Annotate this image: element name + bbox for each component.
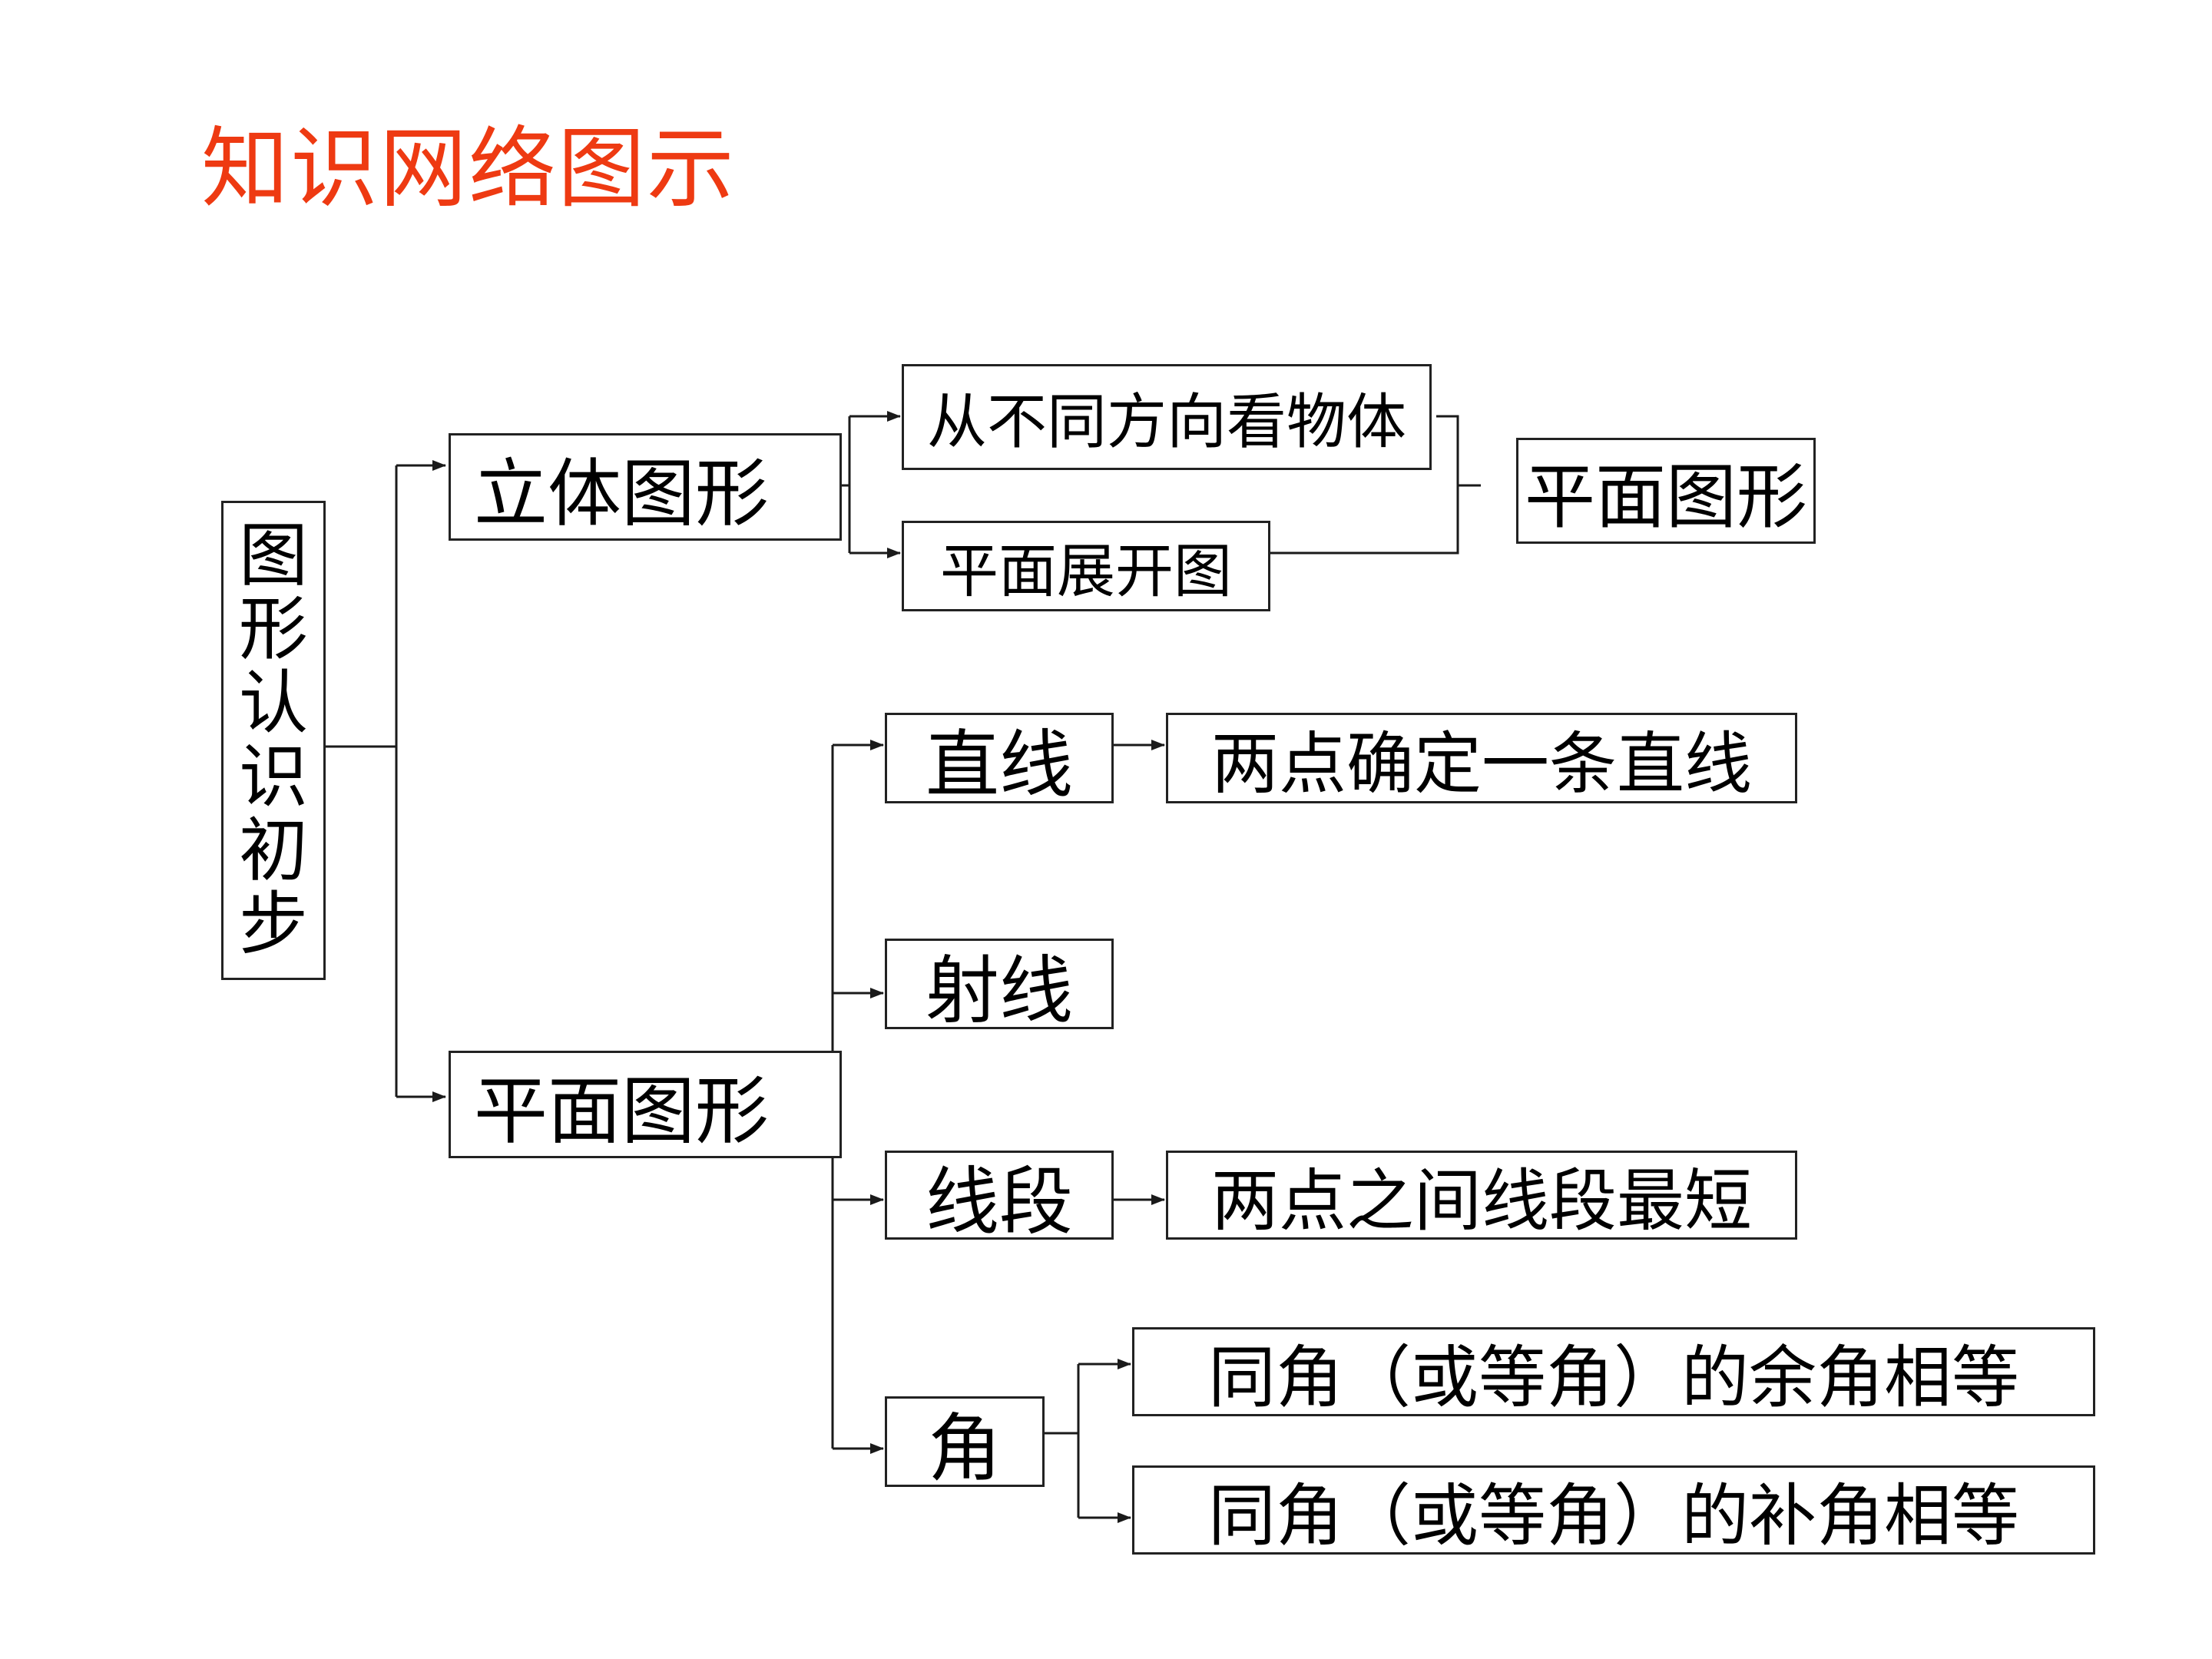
line-node: 直线 [885,713,1114,803]
segment-property-node: 两点之间线段最短 [1166,1151,1797,1240]
page-title: 知识网络图示 [201,118,737,220]
root-char: 识 [239,737,308,817]
root-node: 图 形 认 识 初 步 [221,501,326,980]
angle-branch-line [1043,1364,1080,1518]
supplement-node: 同角（或等角）的补角相等 [1132,1465,2095,1555]
unfold-node: 平面展开图 [902,521,1270,611]
root-char: 步 [239,884,308,965]
views-node: 从不同方向看物体 [902,364,1432,470]
plane-result-node: 平面图形 [1516,438,1816,544]
ray-node: 射线 [885,939,1114,1029]
angle-node: 角 [885,1396,1045,1487]
plane-shapes-node: 平面图形 [449,1051,842,1158]
line-property-node: 两点确定一条直线 [1166,713,1797,803]
solid-shapes-node: 立体图形 [449,433,842,541]
root-char: 图 [239,515,308,596]
root-char: 认 [239,663,308,743]
merge-bracket-line [1270,415,1481,555]
root-branch-line [326,465,398,1097]
root-char: 形 [239,589,308,670]
complement-node: 同角（或等角）的余角相等 [1132,1327,2095,1416]
root-char: 初 [239,810,308,891]
segment-node: 线段 [885,1151,1114,1240]
